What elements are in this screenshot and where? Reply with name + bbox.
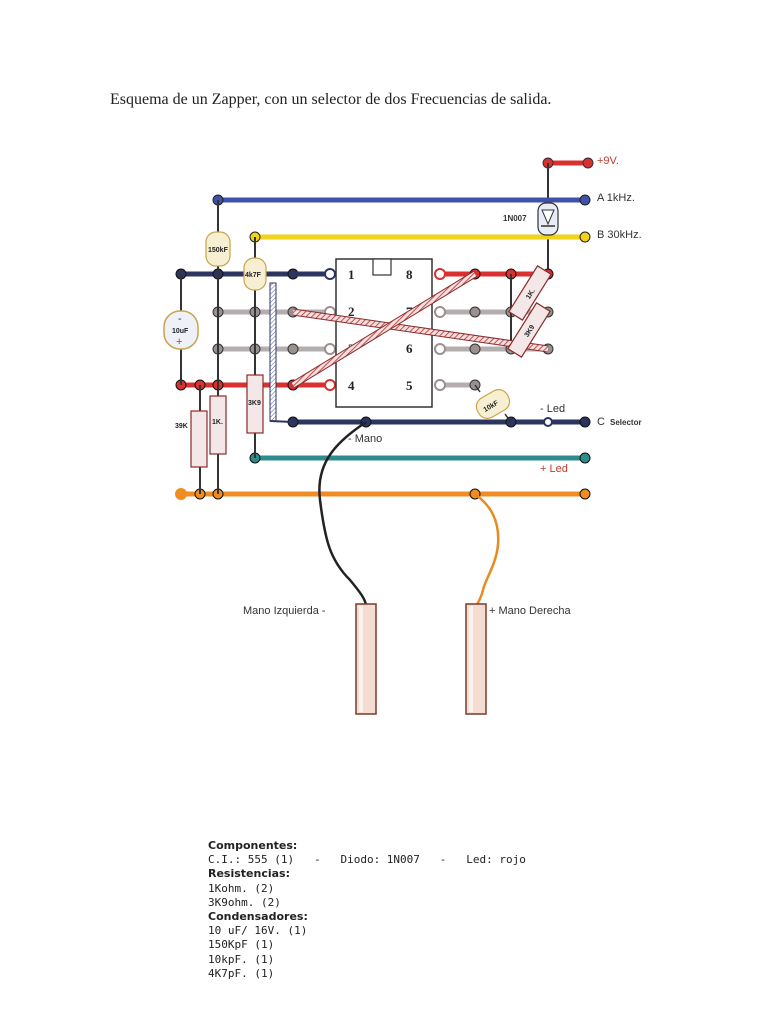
label-mano-izquierda: Mano Izquierda - — [243, 605, 326, 617]
capacitor-10uf-plus: + — [176, 336, 182, 348]
capacitor-150kf: 150kF — [205, 231, 231, 267]
condensador-item: 10kpF. (1) — [208, 952, 275, 966]
condensador-item: 150KpF (1) — [208, 938, 275, 952]
diode-label: 1N007 — [503, 214, 527, 223]
capacitor-10uf-label: 10uF — [172, 328, 189, 335]
diode-1n007: 1N007 — [503, 202, 559, 236]
label-a-1khz: A 1kHz. — [597, 192, 635, 204]
wire-ground — [175, 488, 591, 500]
label-selector: Selector — [610, 418, 642, 427]
electrode-left — [355, 603, 377, 715]
resistor-3k9-left: 3K9 — [246, 374, 264, 434]
condensador-item: 4K7pF. (1) — [208, 966, 275, 980]
resistor-3k9-left-label: 3K9 — [248, 400, 261, 407]
capacitor-10uf-minus: - — [178, 313, 182, 325]
wire-row-pin5 — [434, 379, 481, 391]
ic-bridge-strip — [269, 282, 277, 422]
parts-list: Componentes: C.I.: 555 (1) - Diodo: 1N00… — [208, 839, 526, 981]
label-plus-9v: +9V. — [597, 155, 619, 167]
wire-a-1khz — [212, 194, 591, 206]
ic-pin-1: 1 — [348, 267, 355, 282]
cable-right-hand — [474, 492, 500, 607]
resistor-39k-label: 39K — [175, 423, 188, 430]
ic-pin-5: 5 — [406, 378, 413, 393]
capacitor-10kf: 10kF — [475, 389, 511, 419]
crossing-jumpers — [291, 271, 549, 388]
resistor-1k-right: 1K. — [508, 265, 552, 321]
ic-pin-2: 2 — [348, 304, 355, 319]
resistencias-heading: Resistencias: — [208, 867, 291, 881]
label-b-30khz: B 30kHz. — [597, 229, 642, 241]
label-led-plus: + Led — [540, 463, 568, 475]
wire-b-30khz — [249, 231, 591, 243]
resistor-1k-left: 1K. — [209, 395, 227, 455]
zapper-schematic: 1 2 3 4 5 6 7 8 1N007 150kF 4k7F - 10uF — [163, 155, 642, 715]
cable-left-hand — [318, 420, 368, 607]
resistor-1k-left-label: 1K. — [212, 419, 223, 426]
resistencia-item: 3K9ohm. (2) — [208, 895, 281, 909]
capacitor-150kf-label: 150kF — [208, 247, 229, 254]
resistor-1k-right-label: 1K. — [525, 288, 537, 301]
capacitor-10uf: - 10uF + — [163, 310, 199, 350]
wire-led-plus — [249, 452, 591, 464]
resistencia-item: 1Kohm. (2) — [208, 881, 275, 895]
capacitor-4k7f-label: 4k7F — [245, 272, 262, 279]
capacitor-4k7f: 4k7F — [243, 257, 267, 291]
label-c: C — [597, 416, 605, 428]
label-mano-minus: - Mano — [348, 433, 382, 445]
ic-pin-4: 4 — [348, 378, 355, 393]
resistor-39k: 39K — [175, 410, 208, 468]
componentes-heading: Componentes: — [208, 839, 298, 852]
ic-pin-6: 6 — [406, 341, 413, 356]
wire-c-selector — [287, 416, 591, 428]
componentes-line: C.I.: 555 (1) - Diodo: 1N007 - Led: rojo — [208, 853, 526, 867]
label-led-minus: - Led — [540, 403, 565, 415]
ic-pin-8: 8 — [406, 267, 413, 282]
condensadores-heading: Condensadores: — [208, 910, 308, 924]
condensador-item: 10 uF/ 16V. (1) — [208, 924, 308, 938]
label-mano-derecha: + Mano Derecha — [489, 605, 572, 617]
electrode-right — [465, 603, 487, 715]
resistor-3k9-right: 3K9 — [507, 302, 551, 358]
page-title: Esquema de un Zapper, con un selector de… — [110, 91, 552, 108]
